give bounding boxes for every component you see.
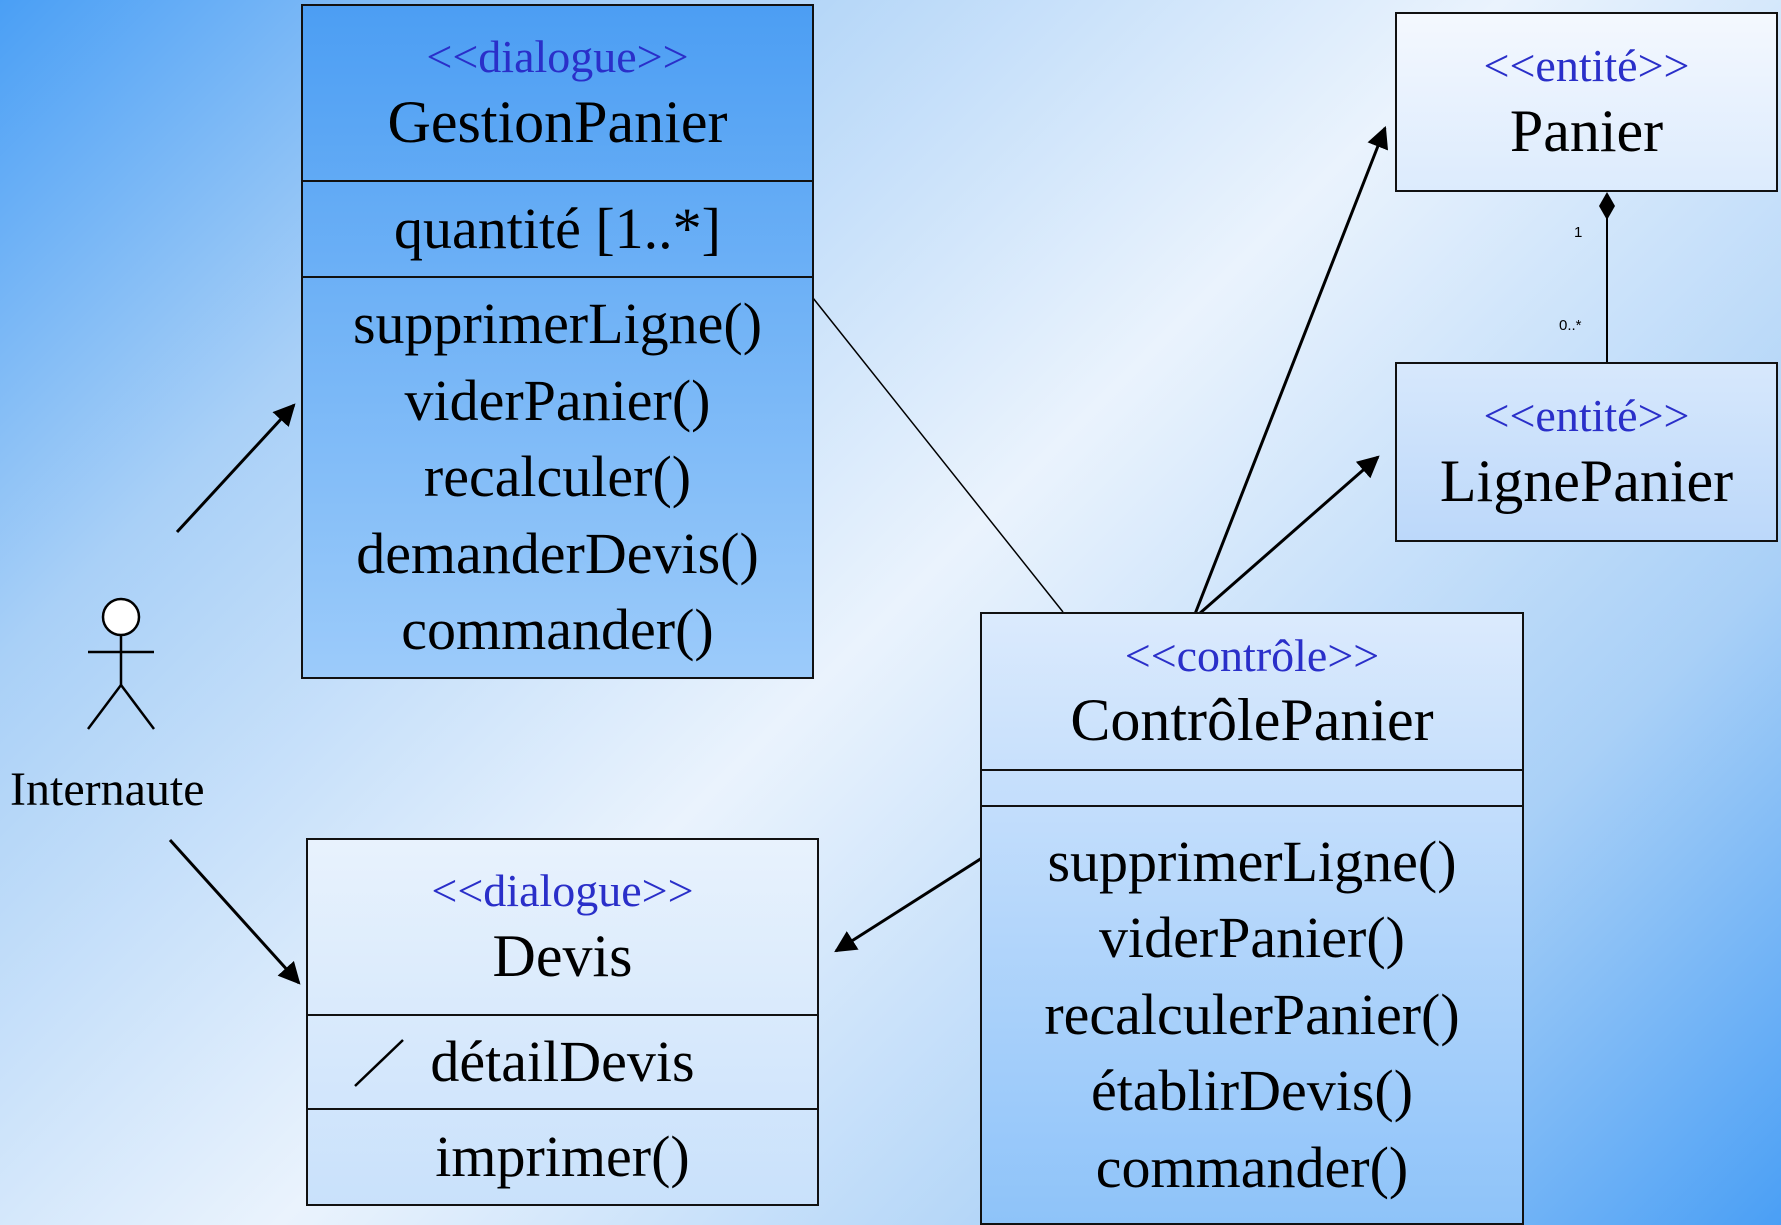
stereotype-label: <<dialogue>> bbox=[431, 865, 694, 917]
operations-section: supprimerLigne() viderPanier() recalcule… bbox=[982, 805, 1522, 1223]
actor-label: Internaute bbox=[10, 763, 205, 816]
operation: demanderDevis() bbox=[356, 520, 759, 586]
attributes-section bbox=[982, 769, 1522, 805]
class-name: GestionPanier bbox=[387, 88, 728, 155]
operation: recalculerPanier() bbox=[1044, 981, 1460, 1047]
operations-section: imprimer() bbox=[308, 1108, 817, 1204]
class-header: <<entité>> Panier bbox=[1397, 14, 1776, 190]
multiplicity-whole: 1 bbox=[1574, 224, 1582, 241]
attributes-section: quantité [1..*] bbox=[303, 180, 812, 276]
class-name: ContrôlePanier bbox=[1070, 687, 1434, 754]
edge-gestionpanier-controlepanier bbox=[812, 297, 1064, 613]
attribute-quantite: quantité [1..*] bbox=[394, 195, 721, 261]
edge-actor-to-gestionpanier bbox=[175, 403, 296, 534]
class-name: Devis bbox=[492, 922, 633, 989]
class-header: <<entité>> LignePanier bbox=[1397, 364, 1776, 540]
stereotype-label: <<entité>> bbox=[1483, 40, 1690, 92]
stereotype-label: <<entité>> bbox=[1483, 390, 1690, 442]
composition-diamond bbox=[1599, 192, 1615, 220]
edge-actor-to-devis bbox=[168, 838, 301, 985]
class-lignepanier[interactable]: <<entité>> LignePanier bbox=[1395, 362, 1778, 542]
stereotype-label: <<dialogue>> bbox=[426, 31, 689, 83]
class-header: <<dialogue>> Devis bbox=[308, 840, 817, 1014]
class-header: <<contrôle>> ContrôlePanier bbox=[982, 614, 1522, 769]
stereotype-label: <<contrôle>> bbox=[1124, 629, 1380, 681]
attribute-detaildevis: détailDevis bbox=[430, 1028, 695, 1094]
operation: établirDevis() bbox=[1090, 1058, 1414, 1124]
class-controlepanier[interactable]: <<contrôle>> ContrôlePanier supprimerLig… bbox=[980, 612, 1524, 1225]
class-header: <<dialogue>> GestionPanier bbox=[303, 6, 812, 180]
class-panier[interactable]: <<entité>> Panier bbox=[1395, 12, 1778, 192]
class-name: LignePanier bbox=[1439, 447, 1734, 514]
edge-controlepanier-to-devis bbox=[834, 856, 983, 953]
class-gestionpanier[interactable]: <<dialogue>> GestionPanier quantité [1..… bbox=[301, 4, 814, 679]
class-name: Panier bbox=[1509, 97, 1664, 164]
operations-section: supprimerLigne() viderPanier() recalcule… bbox=[303, 276, 812, 677]
operation: commander() bbox=[401, 597, 714, 663]
operation: viderPanier() bbox=[404, 367, 711, 433]
operation: supprimerLigne() bbox=[352, 291, 763, 357]
edge-controlepanier-to-panier bbox=[1193, 125, 1389, 615]
operation: recalculer() bbox=[423, 444, 692, 510]
edge-controlepanier-to-lignepanier bbox=[1198, 455, 1380, 616]
derived-attribute-slash bbox=[354, 1039, 404, 1087]
class-devis[interactable]: <<dialogue>> Devis détailDevis imprimer(… bbox=[306, 838, 819, 1206]
operation: commander() bbox=[1095, 1134, 1409, 1200]
multiplicity-part: 0..* bbox=[1559, 317, 1582, 334]
operation: imprimer() bbox=[435, 1123, 690, 1189]
operation: viderPanier() bbox=[1099, 905, 1405, 971]
attributes-section: détailDevis bbox=[308, 1014, 817, 1108]
operation: supprimerLigne() bbox=[1047, 828, 1457, 894]
actor-stick-figure-icon[interactable] bbox=[80, 595, 162, 735]
